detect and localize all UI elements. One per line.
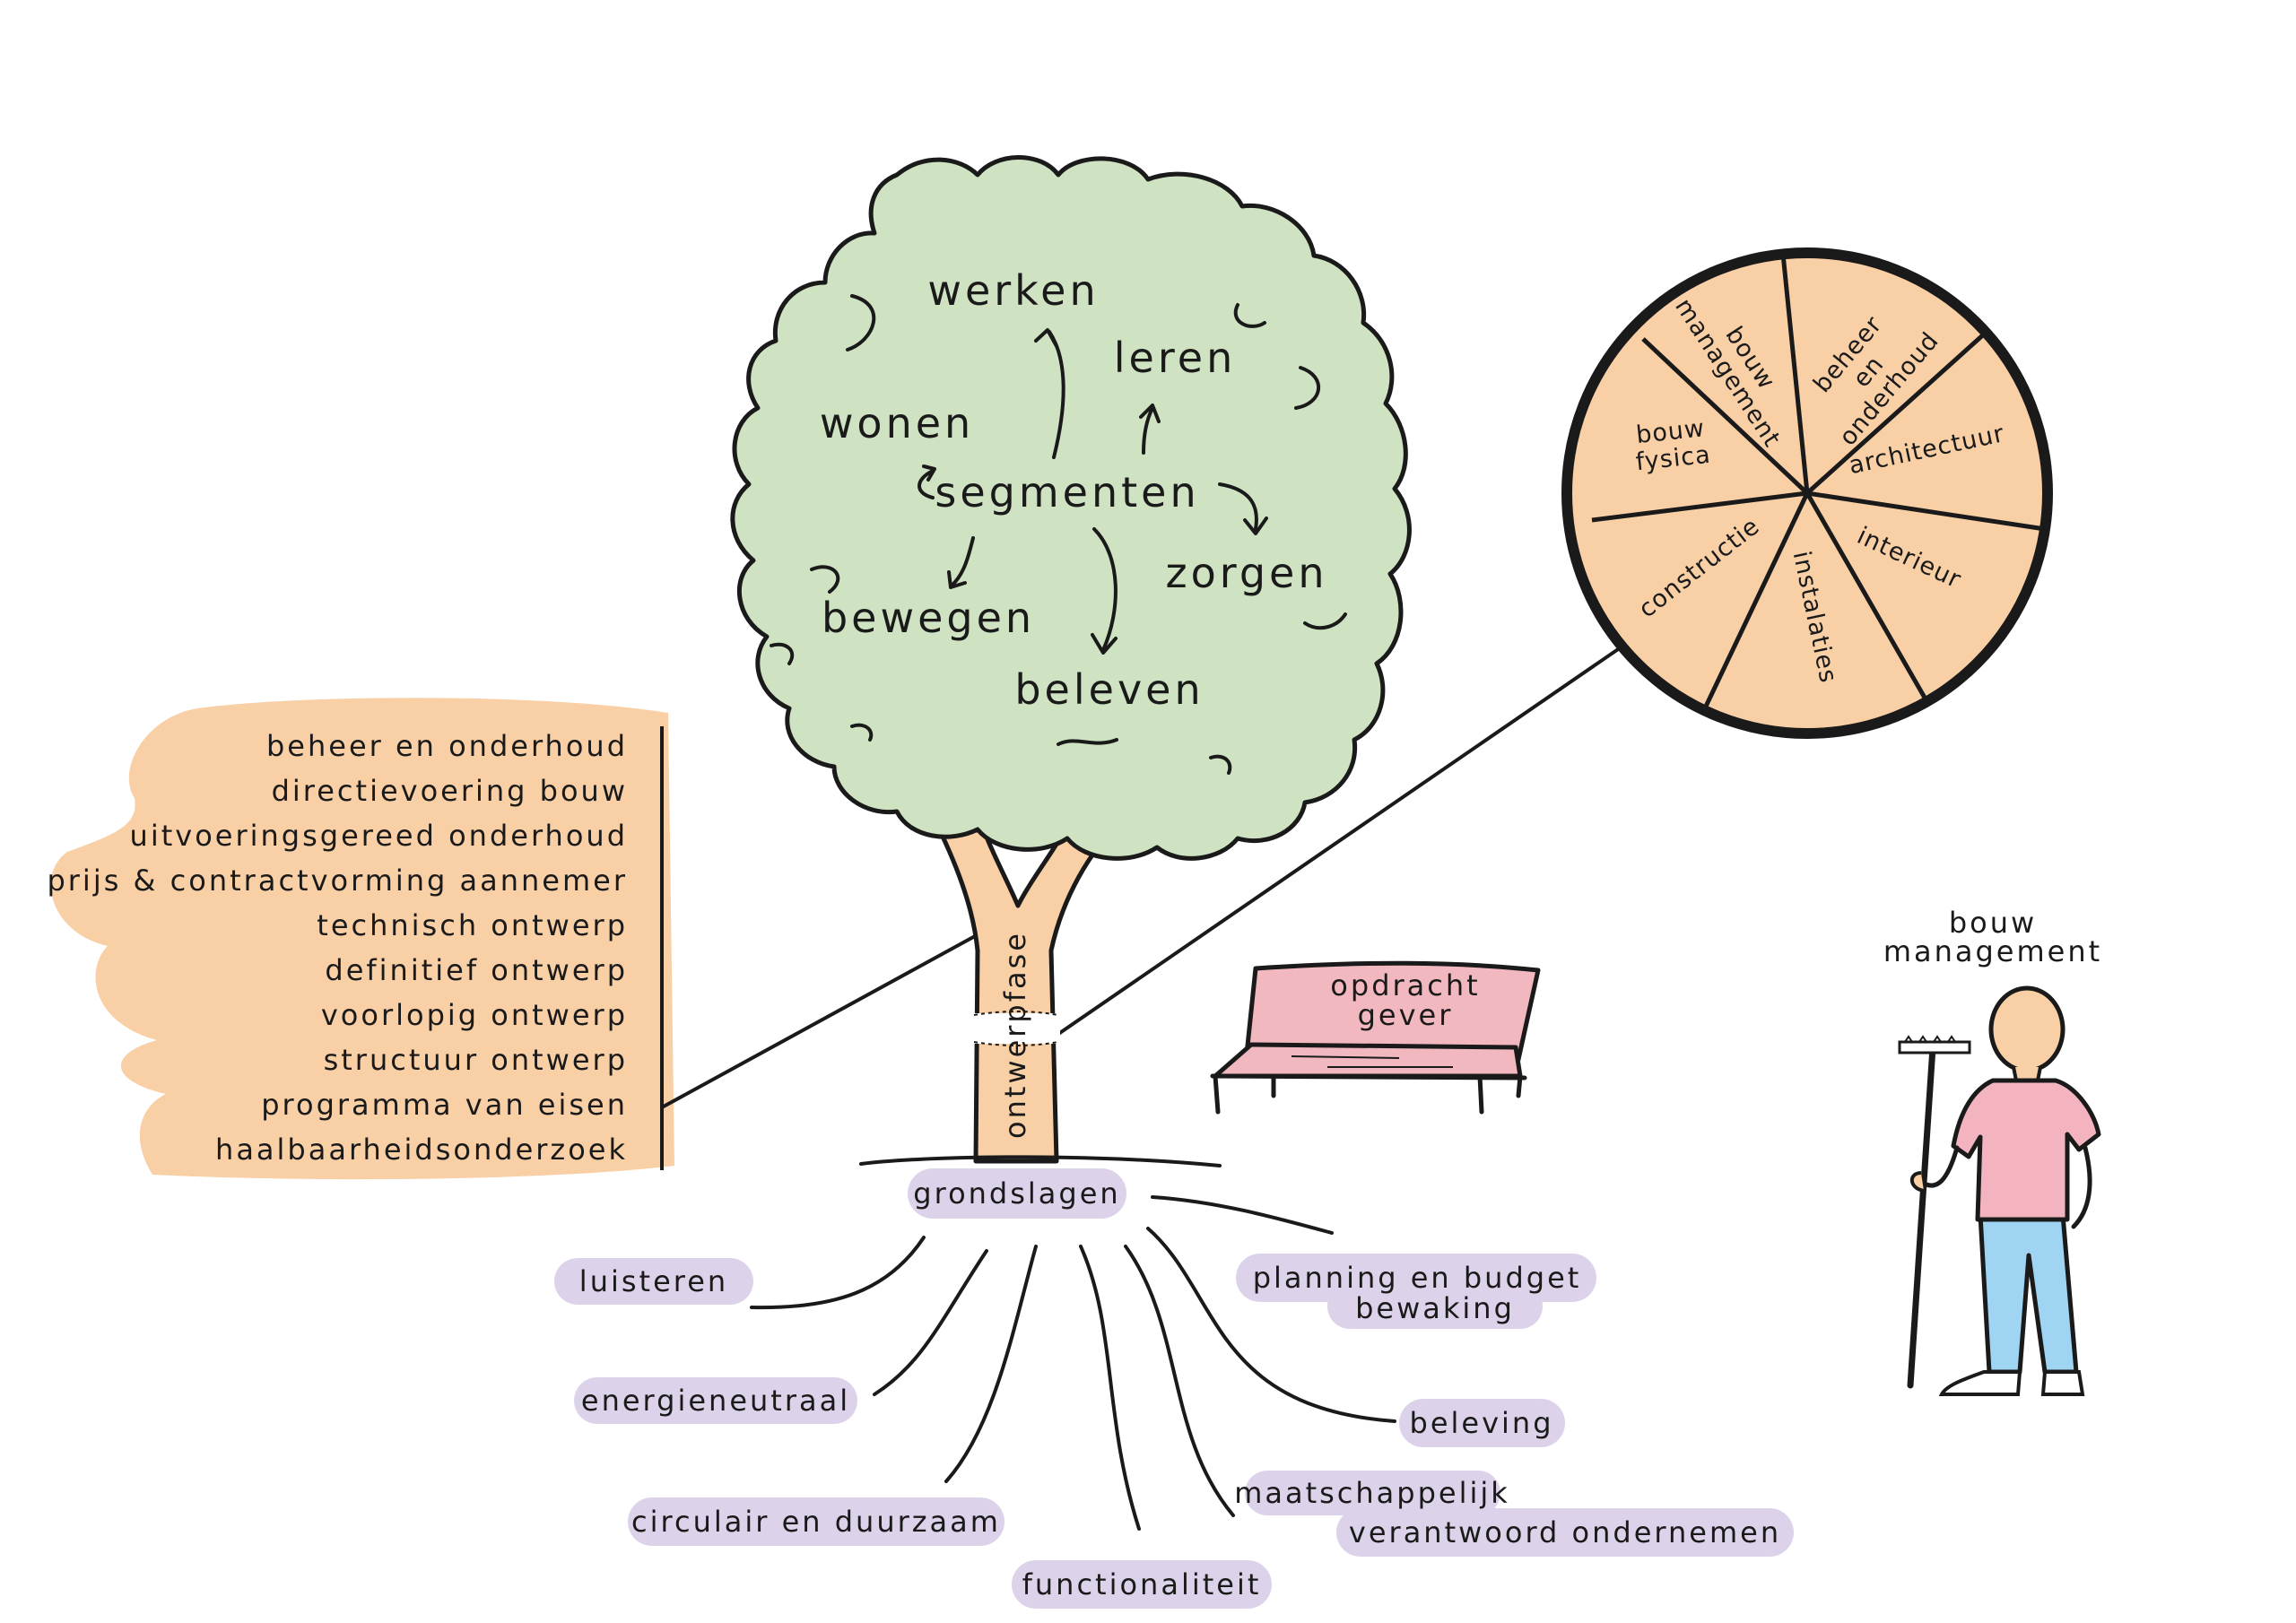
- root-pill: [1399, 1399, 1565, 1447]
- segment-label: werken: [927, 266, 1099, 315]
- segment-label: bewegen: [822, 594, 1035, 642]
- person-arm-left: [1918, 1145, 1960, 1188]
- phase-item: beheer en onderhoud: [266, 729, 628, 763]
- segment-label: beleven: [1014, 665, 1204, 714]
- phase-item: uitvoeringsgereed onderhoud: [130, 819, 628, 853]
- root-label: circulair en duurzaam: [631, 1505, 1001, 1539]
- bench-label-line: opdracht: [1330, 968, 1480, 1002]
- trunk-label: ontwerpfase: [998, 931, 1032, 1139]
- person-jeans: [1978, 1212, 2079, 1375]
- phase-list: beheer en onderhoud directievoering bouw…: [47, 729, 628, 1167]
- root-item: energieneutraal: [574, 1377, 857, 1424]
- slice-label: bouwfysica: [1631, 414, 1712, 476]
- root-pill: [1336, 1508, 1794, 1557]
- tree-crown: [730, 155, 1412, 861]
- segment-label: zorgen: [1165, 549, 1327, 597]
- root-label: energieneutraal: [581, 1384, 850, 1418]
- root-pill: [574, 1377, 857, 1424]
- root-item: beleving: [1399, 1399, 1565, 1447]
- trunk-cut-edge: [973, 1011, 1059, 1046]
- segment-arrows: [918, 328, 1268, 655]
- phase-item: definitief ontwerp: [325, 953, 628, 987]
- root-main-label: grondslagen: [913, 1176, 1120, 1211]
- crosssection-connector-line: [1048, 644, 1625, 1042]
- root-pill: [628, 1497, 1004, 1546]
- phase-item: structuur ontwerp: [324, 1043, 628, 1077]
- bench-label-line: gever: [1358, 998, 1454, 1032]
- bench-seat: [1213, 1042, 1523, 1079]
- root-pill: [1012, 1560, 1272, 1609]
- segment-center: segmenten: [935, 468, 1199, 516]
- root-label: beleving: [1410, 1406, 1554, 1440]
- root-pill: [1245, 1471, 1500, 1515]
- person-arm-right: [2071, 1145, 2092, 1229]
- trunk-cut-band: [972, 1013, 1060, 1044]
- phase-item: directievoering bouw: [272, 774, 628, 808]
- rake-head: [1898, 1040, 1971, 1055]
- root-label: functionaliteit: [1022, 1567, 1262, 1601]
- phase-connector-line: [661, 929, 986, 1109]
- root-pill: [1327, 1284, 1543, 1329]
- bench-legs: [1210, 1073, 1527, 1115]
- phase-item: technisch ontwerp: [317, 908, 628, 942]
- bench: opdracht gever: [1210, 960, 1541, 1115]
- root-item: functionaliteit: [1012, 1560, 1272, 1609]
- root-main-pill: [908, 1168, 1126, 1219]
- leaf-squiggles: [770, 294, 1347, 775]
- phase-item: prijs & contractvorming aannemer: [47, 864, 628, 898]
- ground-line: [859, 1155, 1222, 1167]
- root-lines: [750, 1195, 1396, 1531]
- root-item: circulair en duurzaam: [628, 1497, 1004, 1546]
- person-hand-left: [1909, 1171, 1925, 1193]
- phase-item: voorlopig ontwerp: [321, 998, 628, 1032]
- segment-label: leren: [1114, 334, 1236, 382]
- person-head: [1988, 985, 2066, 1073]
- person-shirt: [1951, 1078, 2101, 1222]
- rake-handle: [1907, 1044, 1936, 1389]
- root-item: luisteren: [554, 1258, 753, 1305]
- person-shoes: [1938, 1370, 2085, 1396]
- root-main: grondslagen: [908, 1168, 1126, 1219]
- phase-item: haalbaarheidsonderzoek: [215, 1133, 628, 1167]
- bench-grain: [1291, 1055, 1453, 1068]
- person-label-line: management: [1883, 934, 2102, 968]
- rake-teeth: [1904, 1035, 1956, 1043]
- segment-label: wonen: [820, 399, 974, 447]
- root-label: luisteren: [579, 1264, 728, 1298]
- phase-blob: [50, 698, 675, 1180]
- person-label-line: bouw: [1949, 906, 2037, 940]
- cross-section-dividers: [1591, 253, 2046, 712]
- cross-section: bouwmanagement beheerenonderhoud archite…: [1561, 247, 2053, 739]
- person-bouw-management: bouw management: [1883, 906, 2102, 1396]
- phase-item: programma van eisen: [261, 1088, 628, 1122]
- root-pill: [554, 1258, 753, 1305]
